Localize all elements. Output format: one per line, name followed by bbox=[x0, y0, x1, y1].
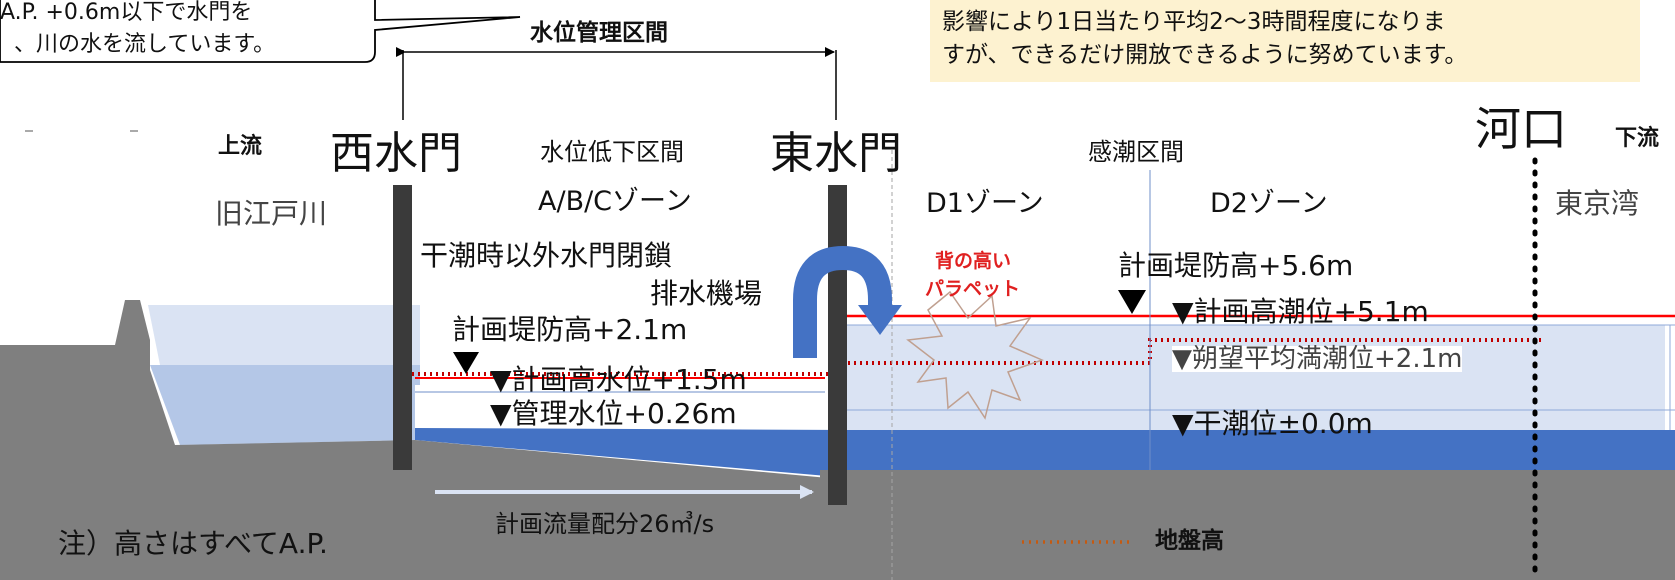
zone-abc-label: A/B/Cゾーン bbox=[538, 186, 692, 217]
pump-uturn-arrow bbox=[793, 245, 892, 358]
note-line-2: すが、できるだけ開放できるように努めています。 bbox=[942, 42, 1468, 68]
right-levee-triangle bbox=[1118, 290, 1146, 314]
downstream-label: 下流 bbox=[1615, 126, 1660, 151]
left-design-wl-label: ▼計画高水位+1.5m bbox=[490, 363, 747, 396]
zone-lowered-label: 水位低下区間 bbox=[540, 138, 684, 166]
top-right-note: 影響により1日当たり平均2〜3時間程度になりま すが、できるだけ開放できるように… bbox=[930, 0, 1640, 82]
left-mid-water bbox=[150, 365, 420, 445]
upstream-label: 上流 bbox=[218, 134, 263, 159]
zone-d2-label: D2ゾーン bbox=[1210, 188, 1328, 219]
flow-label: 計画流量配分26㎥/s bbox=[495, 510, 715, 538]
legend-ground-label: 地盤高 bbox=[1155, 528, 1224, 554]
right-low-tide-label: ▼干潮位±0.0m bbox=[1172, 407, 1373, 440]
right-design-tide-label: ▼計画高潮位+5.1m bbox=[1172, 295, 1429, 328]
right-levee-label: 計画堤防高+5.6m bbox=[1118, 249, 1354, 282]
river-mouth-label: 河口 bbox=[1475, 102, 1567, 156]
right-spring-tide-label: ▼朔望平均満潮位+2.1m bbox=[1172, 344, 1463, 374]
east-gate-bar bbox=[828, 185, 847, 505]
pump-station-label: 排水機場 bbox=[650, 277, 763, 310]
tokyo-bay-label: 東京湾 bbox=[1555, 187, 1640, 220]
west-gate-bar bbox=[393, 185, 412, 470]
east-gate-label: 東水門 bbox=[770, 128, 902, 179]
gate-closed-note: 干潮時以外水門閉鎖 bbox=[420, 239, 673, 272]
west-gate-label: 西水門 bbox=[330, 128, 462, 179]
parapet-label-1: 背の高い bbox=[935, 250, 1012, 272]
callout-line-1: A.P. +0.6m以下で水門を bbox=[0, 0, 253, 25]
zone-d1-label: D1ゾーン bbox=[926, 188, 1044, 219]
left-levee-triangle bbox=[453, 352, 479, 374]
callout-bubble bbox=[0, 0, 521, 63]
parapet-label-2: パラペット bbox=[925, 278, 1021, 300]
left-levee-label: 計画堤防高+2.1m bbox=[452, 313, 688, 346]
section-label: 水位管理区間 bbox=[530, 20, 668, 46]
left-upper-water bbox=[148, 305, 420, 365]
left-mgmt-wl-label: ▼管理水位+0.26m bbox=[490, 397, 737, 430]
note-line-1: 影響により1日当たり平均2〜3時間程度になりま bbox=[942, 9, 1446, 35]
ground-block bbox=[820, 470, 1675, 580]
explosion-burst bbox=[906, 290, 1045, 420]
old-edogawa-label: 旧江戸川 bbox=[215, 197, 328, 230]
zone-tidal-label: 感潮区間 bbox=[1088, 138, 1184, 166]
footnote: 注）高さはすべてA.P. bbox=[58, 527, 328, 560]
callout-line-2: 、川の水を流しています。 bbox=[14, 32, 276, 57]
